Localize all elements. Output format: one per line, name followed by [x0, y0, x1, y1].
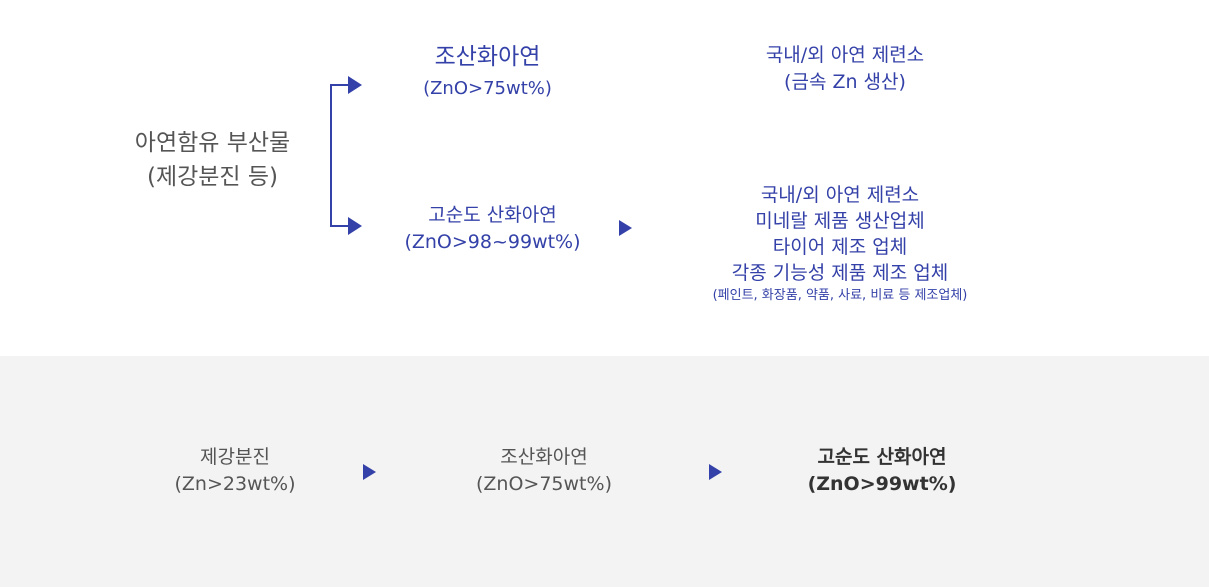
use-note: (페인트, 화장품, 약품, 사료, 비료 등 제조업체) — [712, 288, 968, 303]
source-label: 아연함유 부산물 (제강분진 등) — [100, 126, 325, 194]
crude-use-1: 국내/외 아연 제련소 — [765, 44, 925, 66]
use-item: 타이어 제조 업체 — [772, 236, 908, 258]
arrow-right-icon — [619, 220, 632, 236]
crude-use-2: (금속 Zn 생산) — [784, 71, 906, 93]
use-item: 국내/외 아연 제련소 — [760, 184, 920, 206]
crude-spec: (ZnO>75wt%) — [423, 78, 552, 99]
branch-top — [330, 84, 348, 86]
step-spec: (Zn>23wt%) — [174, 473, 296, 495]
use-item: 각종 기능성 제품 제조 업체 — [731, 262, 949, 284]
step-spec: (ZnO>75wt%) — [476, 473, 612, 495]
use-item: 미네랄 제품 생산업체 — [755, 210, 925, 232]
source-line1: 아연함유 부산물 — [134, 130, 291, 156]
high-spec: (ZnO>98~99wt%) — [404, 231, 581, 253]
branch-connector — [330, 84, 332, 227]
crude-zno: 조산화아연 (ZnO>75wt%) — [360, 40, 615, 104]
process-step-2: 조산화아연 (ZnO>75wt%) — [444, 444, 644, 498]
process-step-1: 제강분진 (Zn>23wt%) — [135, 444, 335, 498]
source-line2: (제강분진 등) — [146, 164, 279, 190]
arrow-right-icon — [348, 217, 362, 235]
step-title: 제강분진 — [200, 446, 270, 468]
high-title: 고순도 산화아연 — [428, 204, 557, 226]
branch-bottom — [330, 225, 348, 227]
arrow-right-icon — [709, 464, 722, 480]
step-spec: (ZnO>99wt%) — [807, 473, 957, 495]
crude-title: 조산화아연 — [434, 44, 541, 70]
arrow-right-icon — [348, 76, 362, 94]
high-zno: 고순도 산화아연 (ZnO>98~99wt%) — [370, 202, 615, 256]
process-step-3: 고순도 산화아연 (ZnO>99wt%) — [782, 444, 982, 498]
step-title: 고순도 산화아연 — [817, 446, 947, 468]
high-uses: 국내/외 아연 제련소 미네랄 제품 생산업체 타이어 제조 업체 각종 기능성… — [660, 182, 1020, 306]
arrow-right-icon — [363, 464, 376, 480]
crude-use: 국내/외 아연 제련소 (금속 Zn 생산) — [700, 42, 990, 96]
process-panel: 제강분진 (Zn>23wt%) 조산화아연 (ZnO>75wt%) 고순도 산화… — [0, 356, 1209, 587]
step-title: 조산화아연 — [500, 446, 588, 468]
